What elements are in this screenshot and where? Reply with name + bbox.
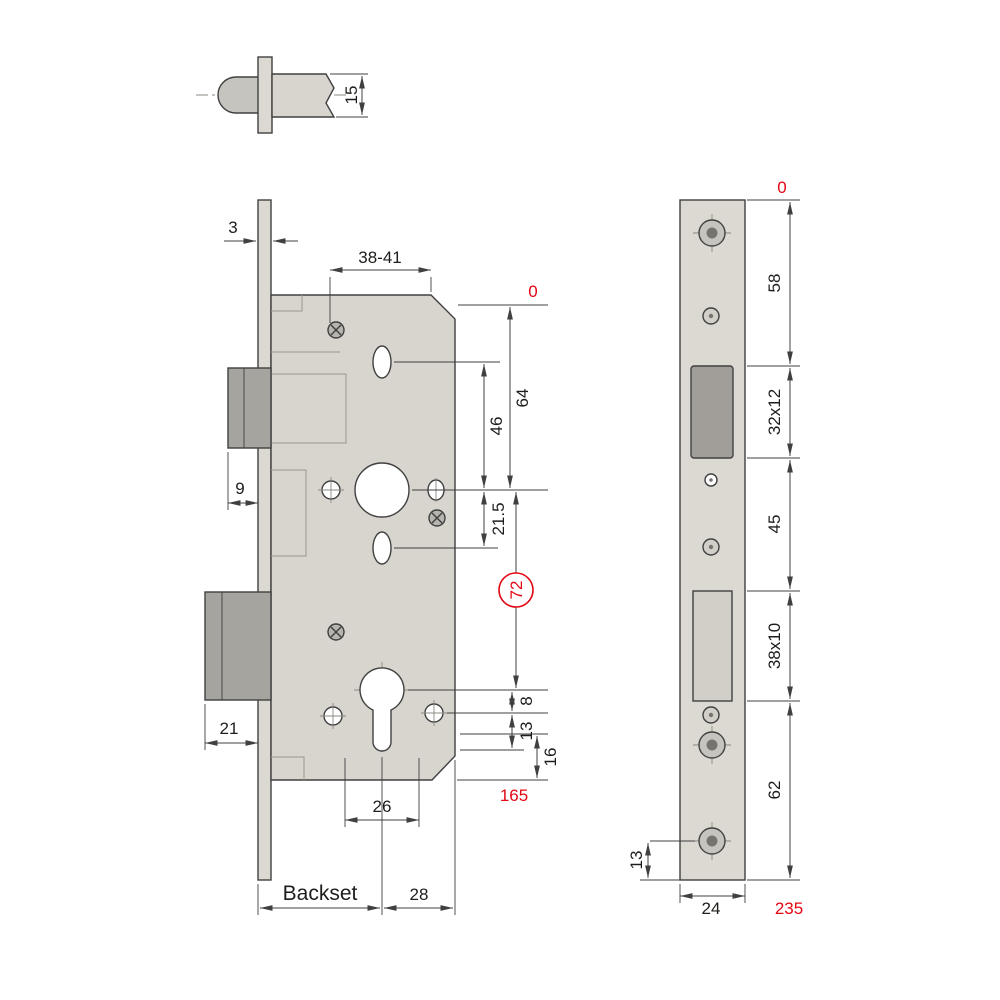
dim-72-circle [498,572,534,608]
dim-72-label: 72 [507,581,526,600]
dim-64-label: 64 [513,389,532,408]
euro-cylinder-hole [354,662,410,752]
faceplate-view [679,199,746,881]
internal-mechanism-lines [271,295,347,780]
dim-13-body-label: 13 [517,722,536,741]
latch-cutout [690,365,734,459]
dim-46-label: 46 [487,417,506,436]
deadbolt-cutout [692,590,733,702]
dim-16-label: 16 [541,748,560,767]
dim-235-label: 235 [775,899,803,918]
faceplate-screw-hole-top [693,214,731,252]
spindle-hole [354,462,410,518]
dim-13-plate-label: 13 [627,851,646,870]
lock-case [270,294,456,781]
screw-post-icon [327,321,446,641]
dim-165-label: 165 [500,786,528,805]
backset-label: Backset [283,882,358,905]
faceplate-pin-hole-3 [702,538,720,556]
dim-15-label: 15 [342,86,361,105]
dim-58-label: 58 [765,274,784,293]
zero-ref-body-label: 0 [528,282,537,301]
latch-body-break [271,73,336,118]
faceplate-pin-hole-2 [704,473,718,487]
cylinder-screw-holes [320,700,447,729]
latch-faceplate-section [257,56,273,134]
dim-3-label: 3 [228,218,237,237]
zero-ref-plate-label: 0 [777,178,786,197]
deadbolt [204,591,272,701]
faceplate-pin-hole-4 [702,706,720,724]
extension-lines [204,73,800,915]
dim-21-label: 21 [220,719,239,738]
dim-45-label: 45 [765,515,784,534]
lock-body-view [204,199,456,881]
latch-bolt [227,367,272,449]
top-slot-hole [372,345,392,379]
dim-9-label: 9 [235,479,244,498]
lower-slot-hole [372,531,392,565]
faceplate-screw-hole-bottom [693,822,731,860]
bolt-cutout-label: 38x10 [765,623,784,669]
left-cross-hole [318,477,344,503]
dim-62-label: 62 [765,781,784,800]
latch-cutout-label: 32x12 [765,389,784,435]
faceplate-pin-hole-1 [702,307,720,325]
dim-8-label: 8 [517,696,536,705]
dim-21-5-label: 21.5 [489,502,508,535]
dim-26-label: 26 [373,797,392,816]
dim-38-41-label: 38-41 [358,248,401,267]
faceplate-side [257,199,272,881]
latch-side-detail [196,56,348,134]
faceplate-screw-hole-middle [693,726,731,764]
latch-head [217,76,261,114]
dim-28-label: 28 [410,885,429,904]
dimension-labels: 15 3 38-41 0 46 64 9 21.5 72 8 13 16 21 … [220,86,804,918]
dim-24-label: 24 [702,899,721,918]
